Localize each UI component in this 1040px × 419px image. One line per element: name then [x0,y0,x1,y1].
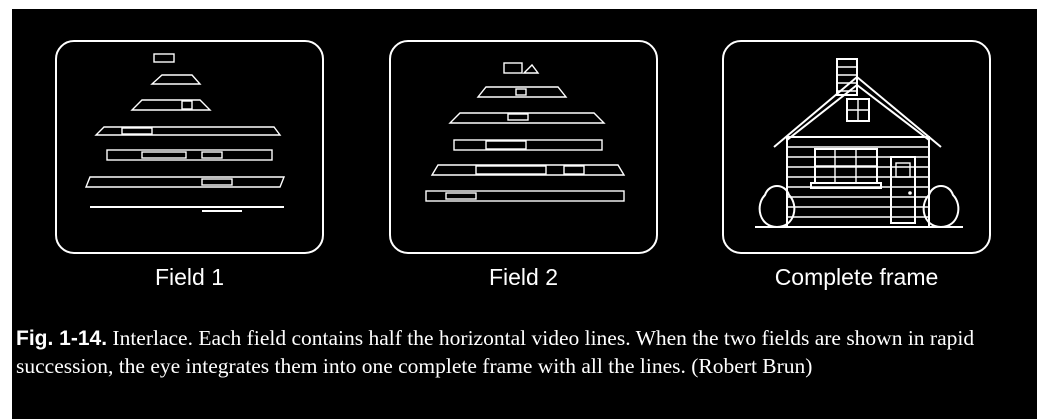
field1-label: Field 1 [154,264,225,290]
field2-drawing [389,40,658,254]
figure-caption: Fig. 1-14. Interlace. Each field contain… [16,325,1026,380]
complete-frame-drawing [722,40,991,254]
field2-screen [386,37,661,257]
house-illustration [755,58,963,229]
figure: Field 1 Field 2 [12,9,1037,419]
field1-screen [52,37,327,257]
figure-number: Fig. 1-14. [16,327,108,350]
field1-odd-lines [84,53,286,212]
field1-drawing [55,40,324,254]
figure-caption-text: Interlace. Each field contains half the … [16,326,975,378]
complete-frame-screen [719,37,994,257]
complete-frame-label: Complete frame [774,264,939,290]
field2-label: Field 2 [488,264,559,290]
field2-even-lines [425,62,626,202]
